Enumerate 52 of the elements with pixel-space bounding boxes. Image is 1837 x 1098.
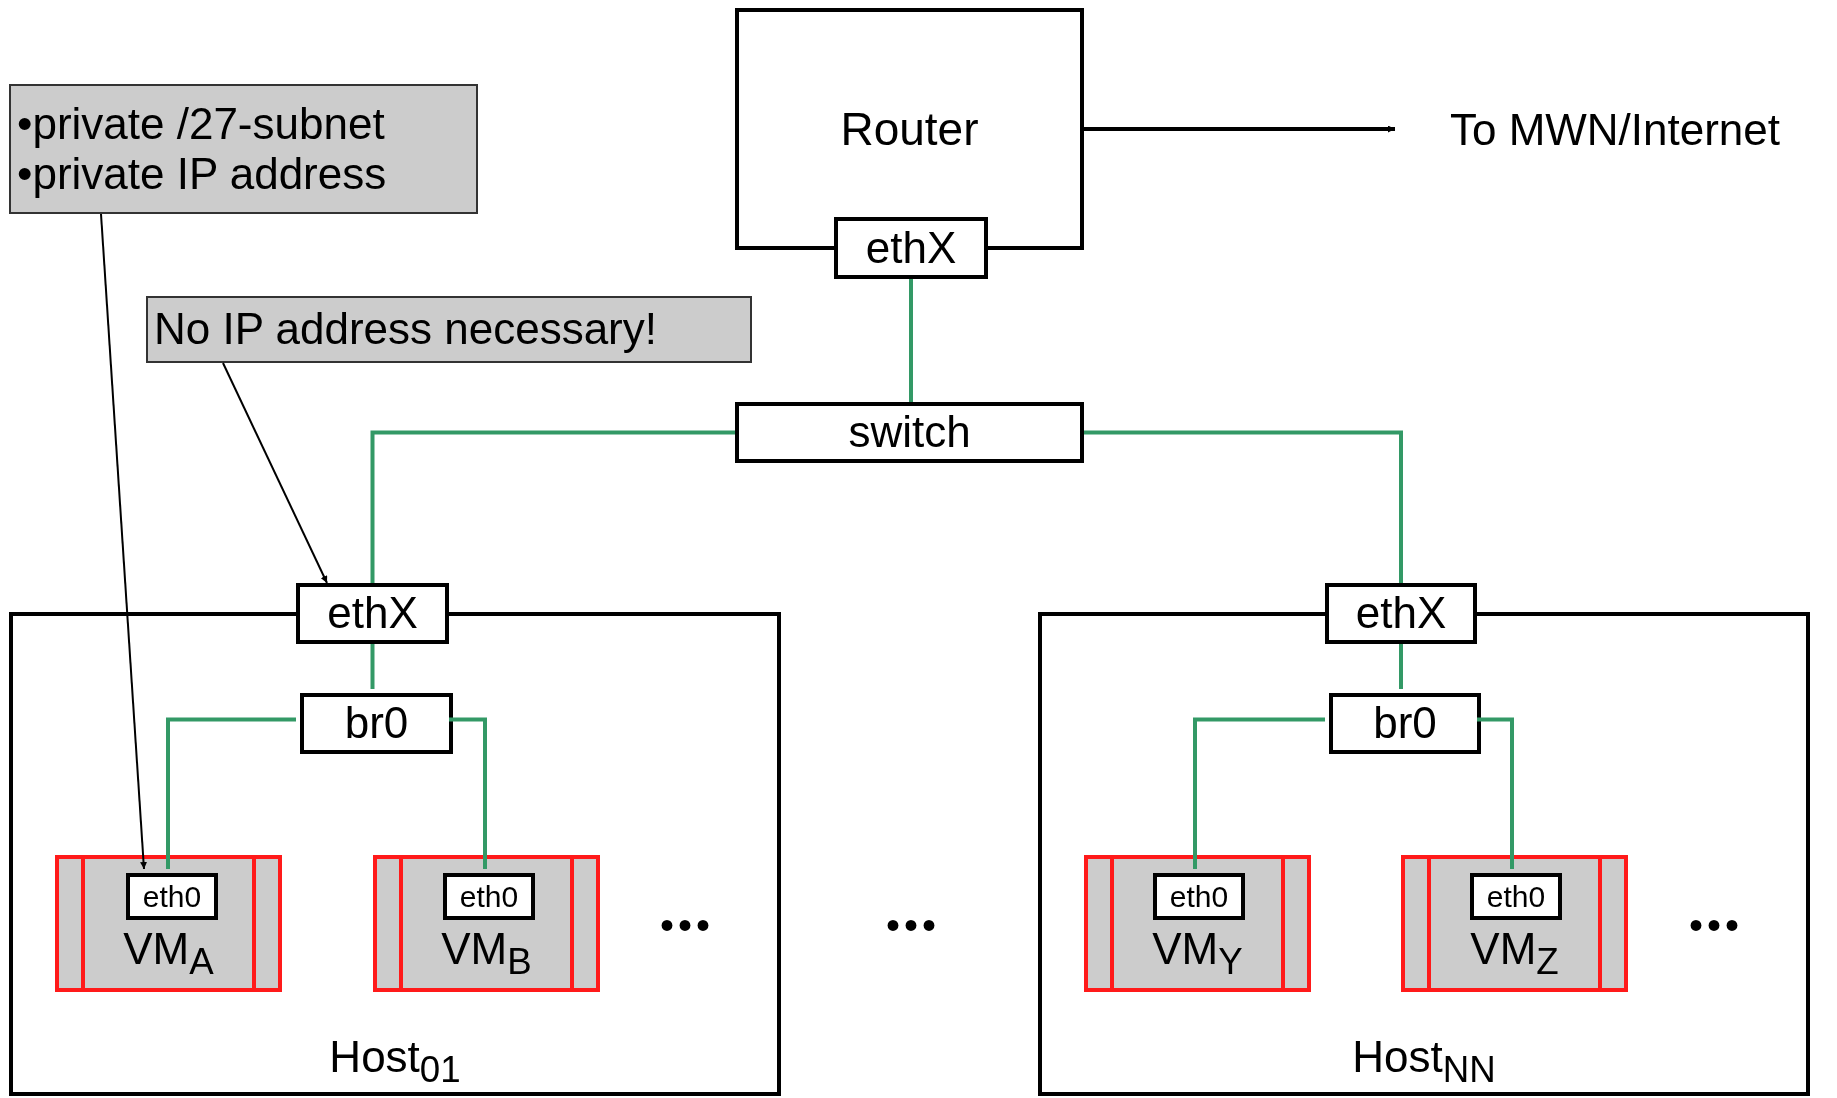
note-text: No IP address necessary! <box>154 305 657 354</box>
arrow <box>1084 125 1395 133</box>
box-label: eth0 <box>142 880 202 913</box>
vm-label: VM$_{Z}$ <box>1469 924 1560 982</box>
box-label: ethX <box>327 589 418 638</box>
box-label: eth0 <box>1169 880 1229 913</box>
vm-label: VM$_{A}$ <box>122 924 215 982</box>
vm-label: VM$_{Y}$ <box>1151 924 1244 982</box>
network-link <box>909 279 913 402</box>
host-label: Host$_{01}$ <box>328 1032 462 1090</box>
vm-label: VM$_{B}$ <box>440 924 533 982</box>
interface-box <box>1325 583 1477 644</box>
box-label: br0 <box>1373 699 1437 748</box>
vm-box <box>373 855 600 992</box>
vm-box <box>55 855 282 992</box>
interface-box <box>126 873 218 920</box>
note-box <box>9 84 478 214</box>
note-box <box>146 296 752 363</box>
vm-box <box>1401 855 1628 992</box>
network-link <box>1193 717 1325 869</box>
network-link <box>449 717 487 869</box>
network-link <box>370 430 735 583</box>
interface-box <box>296 583 449 644</box>
box-label: switch <box>848 408 971 457</box>
leader-line <box>100 213 148 870</box>
interface-box <box>1153 873 1245 920</box>
ellipsis-dots: ••• <box>1689 905 1743 945</box>
network-link <box>1399 644 1403 689</box>
host-label: Host$_{NN}$ <box>1351 1032 1497 1090</box>
leader-line <box>222 362 328 584</box>
box-label: ethX <box>1355 589 1447 638</box>
box-label: eth0 <box>459 880 519 913</box>
note-text: •private /27-subnet <box>17 99 385 148</box>
interface-box <box>1329 693 1481 754</box>
destination-label: To MWN/Internet <box>1395 95 1835 165</box>
switch-box <box>735 402 1084 463</box>
box-label: Router <box>840 103 979 155</box>
vm-box <box>1084 855 1311 992</box>
box-label: ethX <box>865 223 957 273</box>
box-label: eth0 <box>1486 880 1546 913</box>
interface-box <box>300 693 453 754</box>
network-link <box>166 717 296 869</box>
ellipsis-dots: ••• <box>886 905 940 945</box>
network-link <box>1477 717 1514 869</box>
ellipsis-dots: ••• <box>660 905 714 945</box>
network-link <box>1084 430 1403 583</box>
note-text: •private IP address <box>17 150 387 199</box>
box-label: br0 <box>344 699 409 748</box>
network-link <box>370 644 375 689</box>
interface-box <box>1470 873 1562 920</box>
interface-box <box>834 217 988 279</box>
interface-box <box>443 873 535 920</box>
